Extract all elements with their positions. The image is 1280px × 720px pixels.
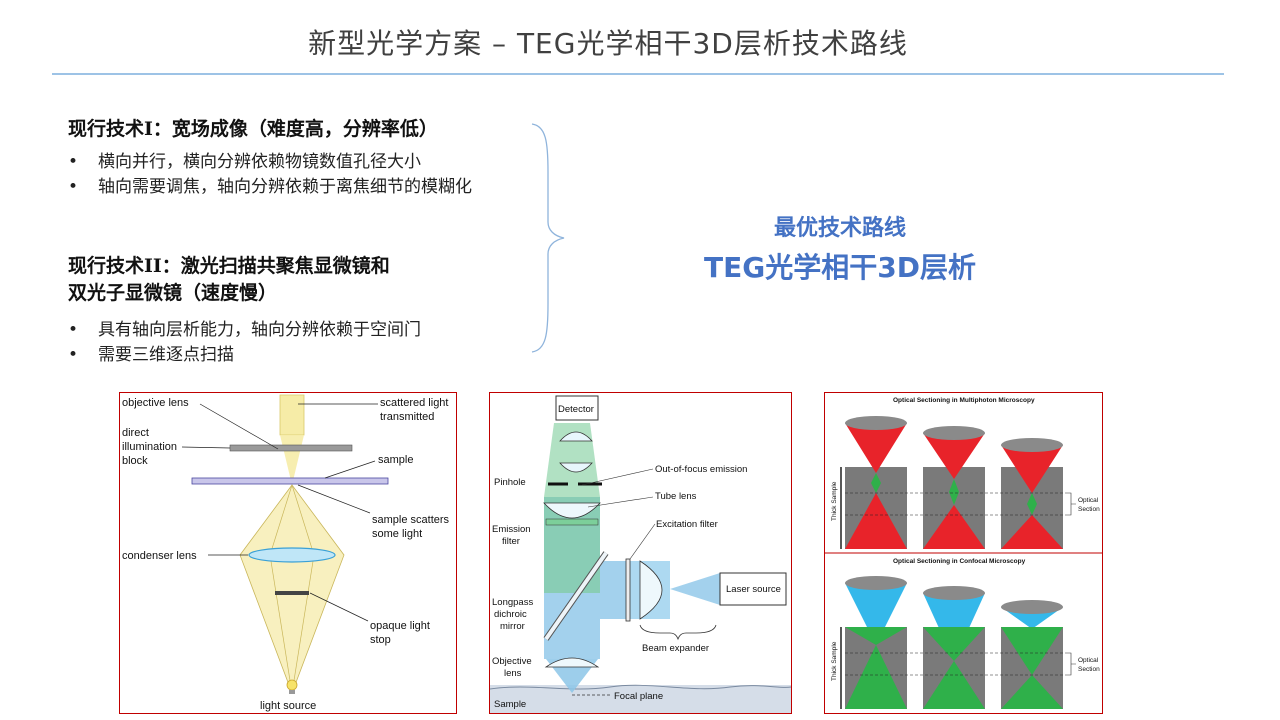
multiphoton-cones <box>845 416 1063 549</box>
confocal-diagram-drawing: Detector Out-of-focus emission Pinhole T… <box>490 395 791 713</box>
sectioning-diagram-drawing: Optical Sectioning in Multiphoton Micros… <box>825 397 1102 709</box>
label-sample-scatters-1: sample scatters <box>372 514 450 526</box>
label-scattered-light-1: scattered light <box>380 397 448 409</box>
sectioning-diagram: Optical Sectioning in Multiphoton Micros… <box>824 392 1103 714</box>
conclusion-line1: 最优技术路线 <box>773 215 906 241</box>
tech2-bullet-2: 需要三维逐点扫描 <box>68 343 538 368</box>
label-out-of-focus: Out-of-focus emission <box>655 464 747 475</box>
label-laser-source: Laser source <box>726 584 781 595</box>
label-emission-2: filter <box>502 536 520 547</box>
label-opaque-1: opaque light <box>370 620 430 632</box>
tech2-heading: 现行技术II：激光扫描共聚焦显微镜和 双光子显微镜（速度慢） <box>68 253 390 307</box>
label-opaque-2: stop <box>370 634 391 646</box>
conclusion-block: 最优技术路线 TEG光学相干3D层析 <box>690 210 990 286</box>
page-title: 新型光学方案 – TEG光学相干3D层析技术路线 <box>308 27 908 60</box>
widefield-diagram-drawing: objective lens scattered light transmitt… <box>122 394 450 712</box>
label-optical-1-top: Optical <box>1078 497 1099 504</box>
label-objective-2: lens <box>504 668 522 679</box>
label-objective-lens: objective lens <box>122 397 189 409</box>
tech2-heading-line1: 现行技术II：激光扫描共聚焦显微镜和 <box>68 255 390 277</box>
conclusion-line2: TEG光学相干3D层析 <box>704 251 976 284</box>
label-optical-1-bottom: Optical <box>1078 657 1099 664</box>
label-detector: Detector <box>558 404 594 415</box>
title-divider <box>52 73 1224 75</box>
label-longpass-1: Longpass <box>492 597 533 608</box>
label-longpass-2: dichroic <box>494 609 527 620</box>
right-brace-icon <box>531 123 565 353</box>
label-tube-lens: Tube lens <box>655 491 697 502</box>
label-optical-2-top: Section <box>1078 506 1100 513</box>
confocal-cones <box>845 576 1063 709</box>
tech1-bullet-list: 横向并行，横向分辨依赖物镜数值孔径大小 轴向需要调焦，轴向分辨依赖于离焦细节的模… <box>68 150 538 200</box>
tech1-bullet-1: 横向并行，横向分辨依赖物镜数值孔径大小 <box>68 150 538 175</box>
label-thick-sample-top: Thick Sample <box>831 481 838 521</box>
label-sample: sample <box>378 454 413 466</box>
label-scattered-light-2: transmitted <box>380 411 434 423</box>
label-beam-expander: Beam expander <box>642 643 709 654</box>
tech2-bullet-list: 具有轴向层析能力，轴向分辨依赖于空间门 需要三维逐点扫描 <box>68 318 538 368</box>
label-confocal-title: Optical Sectioning in Confocal Microscop… <box>893 558 1026 565</box>
label-emission-1: Emission <box>492 524 531 535</box>
label-excitation-filter: Excitation filter <box>656 519 718 530</box>
label-direct-2: illumination <box>122 441 177 453</box>
label-optical-2-bottom: Section <box>1078 666 1100 673</box>
label-objective-1: Objective <box>492 656 532 667</box>
tech2-bullet-1: 具有轴向层析能力，轴向分辨依赖于空间门 <box>68 318 538 343</box>
label-sample: Sample <box>494 699 526 710</box>
tech1-heading: 现行技术I：宽场成像（难度高，分辨率低） <box>68 118 438 140</box>
label-multiphoton-title: Optical Sectioning in Multiphoton Micros… <box>893 397 1035 404</box>
label-direct-1: direct <box>122 427 149 439</box>
widefield-diagram: objective lens scattered light transmitt… <box>119 392 457 714</box>
label-direct-3: block <box>122 455 148 467</box>
tech1-bullet-2: 轴向需要调焦，轴向分辨依赖于离焦细节的模糊化 <box>68 175 538 200</box>
label-pinhole: Pinhole <box>494 477 526 488</box>
label-condenser-lens: condenser lens <box>122 550 197 562</box>
label-light-source: light source <box>260 700 316 712</box>
tech2-heading-line2: 双光子显微镜（速度慢） <box>68 282 278 304</box>
label-longpass-3: mirror <box>500 621 525 632</box>
label-focal-plane: Focal plane <box>614 691 663 702</box>
label-thick-sample-bottom: Thick Sample <box>831 641 838 681</box>
confocal-diagram: Detector Out-of-focus emission Pinhole T… <box>489 392 792 714</box>
label-sample-scatters-2: some light <box>372 528 422 540</box>
